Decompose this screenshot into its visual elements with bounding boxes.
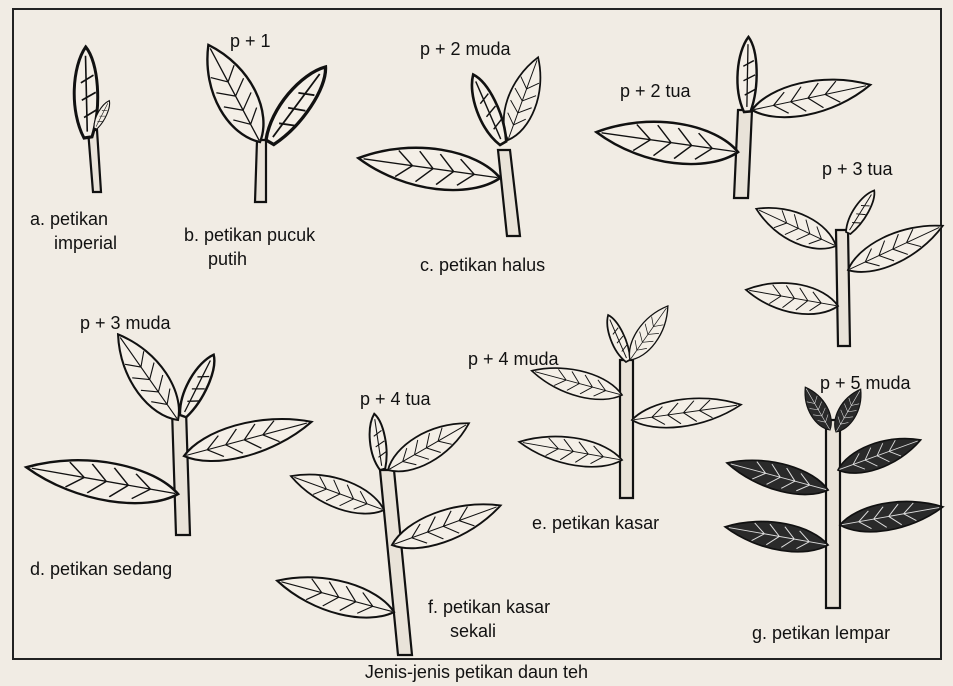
caption-e-line1: e. petikan kasar bbox=[532, 512, 659, 534]
specimen-g-drawing bbox=[723, 383, 946, 608]
label-c2-top: p + 2 tua bbox=[620, 80, 691, 102]
caption-c-line1: c. petikan halus bbox=[420, 254, 545, 276]
label-f-top: p + 4 tua bbox=[360, 388, 431, 410]
label-b-top: p + 1 bbox=[230, 30, 271, 52]
specimen-d-drawing bbox=[23, 325, 316, 535]
caption-d-line1: d. petikan sedang bbox=[30, 558, 172, 580]
caption-b-line2: putih bbox=[208, 248, 247, 270]
specimen-e-drawing bbox=[517, 300, 743, 498]
specimen-a-drawing bbox=[67, 46, 111, 192]
specimen-c3-drawing bbox=[743, 186, 948, 346]
specimen-b-drawing bbox=[191, 36, 332, 202]
label-c3-top: p + 3 tua bbox=[822, 158, 893, 180]
caption-a-line1: a. petikan bbox=[30, 208, 108, 230]
caption-f-line2: sekali bbox=[450, 620, 496, 642]
specimen-c-drawing bbox=[356, 52, 552, 236]
label-c-top: p + 2 muda bbox=[420, 38, 511, 60]
specimen-f-drawing bbox=[273, 411, 506, 655]
label-g-top: p + 5 muda bbox=[820, 372, 911, 394]
caption-b-line1: b. petikan pucuk bbox=[184, 224, 315, 246]
caption-g-line1: g. petikan lempar bbox=[752, 622, 890, 644]
caption-a-line2: imperial bbox=[54, 232, 117, 254]
caption-f-line1: f. petikan kasar bbox=[428, 596, 550, 618]
label-e-top: p + 4 muda bbox=[468, 348, 559, 370]
figure-caption: Jenis-jenis petikan daun teh bbox=[0, 662, 953, 683]
label-d-top: p + 3 muda bbox=[80, 312, 171, 334]
